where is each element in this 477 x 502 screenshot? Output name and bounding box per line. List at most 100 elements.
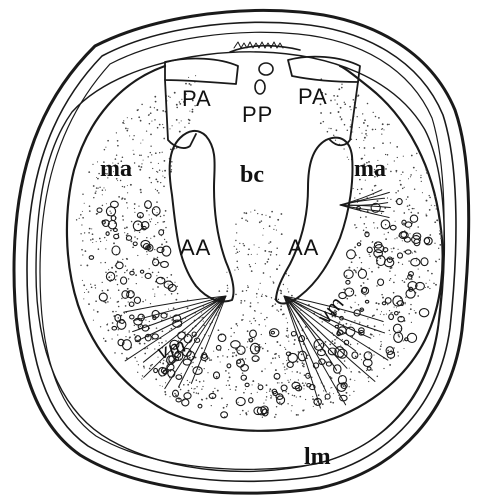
stipple-dot	[105, 302, 106, 303]
stipple-dot	[171, 293, 173, 295]
stipple-dot	[408, 260, 409, 261]
stipple-dot	[355, 272, 356, 273]
stipple-dot	[91, 286, 93, 288]
stipple-dot	[165, 210, 167, 212]
vm-line	[340, 190, 382, 205]
label-aa-left: AA	[180, 235, 211, 260]
stipple-dot	[276, 309, 277, 310]
stipple-dot	[195, 75, 196, 76]
stipple-dot	[303, 385, 305, 387]
stipple-dot	[398, 334, 400, 336]
stipple-dot	[381, 311, 382, 312]
stipple-dot	[416, 260, 417, 261]
stipple-dot	[380, 341, 381, 342]
stipple-dot	[220, 361, 221, 362]
stipple-dot	[357, 343, 358, 344]
stipple-dot	[285, 373, 286, 374]
stipple-dot	[80, 214, 82, 216]
stipple-dot	[100, 326, 101, 327]
stipple-dot	[291, 405, 292, 406]
stipple-dot	[237, 267, 239, 269]
stipple-dot	[157, 286, 159, 288]
stipple-dot	[154, 296, 155, 297]
stipple-dot	[416, 170, 417, 171]
stipple-dot	[145, 299, 146, 300]
stipple-dot	[164, 239, 165, 240]
stipple-dot	[128, 278, 130, 280]
stipple-dot	[122, 215, 124, 217]
stipple-dot	[152, 168, 153, 169]
stipple-dot	[377, 227, 378, 228]
stipple-dot	[246, 346, 247, 347]
pore-circle	[390, 225, 396, 230]
stipple-dot	[105, 147, 106, 148]
stipple-dot	[258, 247, 259, 248]
stipple-dot	[222, 355, 223, 356]
stipple-dot	[414, 188, 415, 189]
stipple-dot	[361, 309, 363, 311]
pore-circle	[335, 325, 338, 328]
stipple-dot	[154, 209, 155, 210]
stipple-dot	[380, 314, 381, 315]
stipple-dot	[208, 357, 209, 358]
stipple-dot	[391, 312, 392, 313]
stipple-dot	[248, 254, 250, 256]
pore-circle	[156, 277, 165, 284]
stipple-dot	[270, 241, 272, 243]
stipple-dot	[299, 396, 301, 398]
stipple-dot	[382, 123, 384, 125]
stipple-dot	[151, 154, 152, 155]
stipple-dot	[97, 311, 99, 313]
pore-dots	[89, 199, 432, 418]
stipple-dot	[226, 404, 228, 406]
stipple-dot	[170, 97, 171, 98]
stipple-dot	[278, 299, 280, 301]
stipple-dot	[387, 304, 388, 305]
pore-circle	[121, 277, 127, 284]
pore-circle	[271, 331, 274, 334]
stipple-dot	[122, 197, 124, 199]
stipple-dot	[340, 345, 341, 346]
stipple-dot	[115, 311, 116, 312]
label-ma-right: ma	[354, 156, 386, 182]
pore-circle	[281, 385, 287, 391]
stipple-dot	[96, 177, 97, 178]
stipple-dot	[165, 294, 166, 295]
stipple-dot	[197, 393, 199, 395]
pore-circle	[176, 375, 182, 380]
stipple-dot	[275, 357, 277, 359]
stipple-dot	[145, 320, 146, 321]
stipple-dot	[132, 139, 133, 140]
stipple-dot	[156, 327, 158, 329]
stipple-dot	[280, 213, 282, 215]
stipple-dot	[429, 234, 431, 236]
stipple-dot	[332, 340, 334, 342]
stipple-dot	[177, 293, 178, 294]
stipple-dot	[228, 349, 229, 350]
pore-circle	[112, 246, 120, 255]
stipple-dot	[286, 328, 288, 330]
stipple-dot	[111, 338, 112, 339]
stipple-dot	[226, 406, 227, 407]
stipple-dot	[403, 212, 405, 214]
stipple-dot	[157, 222, 158, 223]
stipple-dot	[171, 161, 173, 163]
stipple-dot	[357, 267, 358, 268]
stipple-dot	[112, 322, 114, 324]
stipple-dot	[267, 261, 269, 263]
stipple-dot	[268, 258, 270, 260]
stipple-dot	[82, 240, 83, 241]
stipple-dot	[167, 277, 168, 278]
stipple-dot	[273, 281, 274, 282]
pore-circle	[367, 247, 372, 252]
stipple-dot	[357, 116, 358, 117]
stipple-dot	[96, 213, 98, 215]
stipple-dot	[247, 285, 248, 286]
stipple-dot	[415, 312, 417, 314]
stipple-dot	[420, 175, 421, 176]
stipple-dot	[157, 181, 159, 183]
stipple-dot	[367, 325, 369, 327]
stipple-dot	[261, 220, 262, 221]
stipple-dot	[269, 390, 270, 391]
pore-circle	[249, 398, 253, 403]
